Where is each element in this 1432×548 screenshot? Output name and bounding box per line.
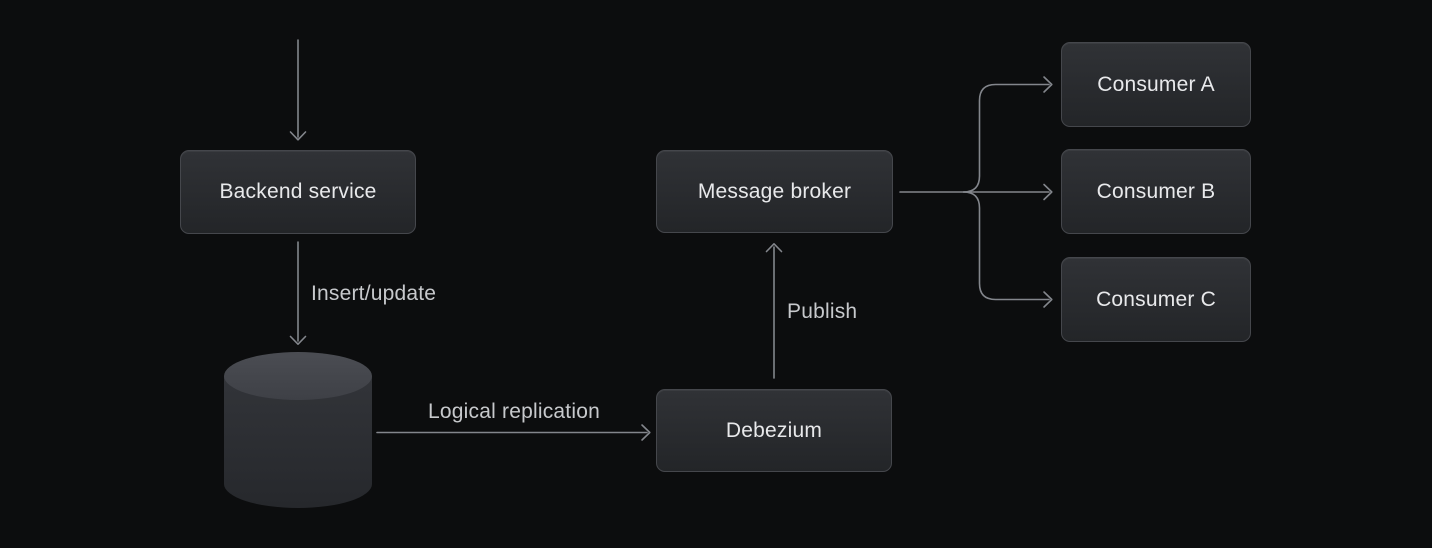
- edge-label-publish: Publish: [787, 300, 858, 323]
- node-consumer-b: Consumer B: [1061, 149, 1251, 234]
- node-consumer-a-label: Consumer A: [1097, 72, 1215, 96]
- node-backend-service: Backend service: [180, 150, 416, 234]
- node-message-broker-label: Message broker: [697, 179, 852, 203]
- node-backend-service-label: Backend service: [219, 180, 377, 203]
- node-consumer-b-label: Consumer B: [1096, 179, 1216, 203]
- edge-insert-update: [289, 241, 307, 346]
- node-message-broker: Message broker: [656, 150, 893, 233]
- edge-broker-to-consumers: [899, 76, 1053, 308]
- node-debezium-label: Debezium: [725, 418, 823, 442]
- edge-label-logical-replication: Logical replication: [428, 400, 600, 423]
- edge-logical-replication: [376, 424, 651, 441]
- edge-label-insert-update: Insert/update: [311, 282, 437, 305]
- node-debezium: Debezium: [656, 389, 892, 472]
- edge-publish: [765, 243, 783, 379]
- edge-top-input-arrow: [289, 39, 307, 141]
- database-cylinder: [224, 352, 372, 508]
- node-consumer-c-label: Consumer C: [1096, 287, 1216, 311]
- node-consumer-a: Consumer A: [1061, 42, 1251, 127]
- node-consumer-c: Consumer C: [1061, 257, 1251, 342]
